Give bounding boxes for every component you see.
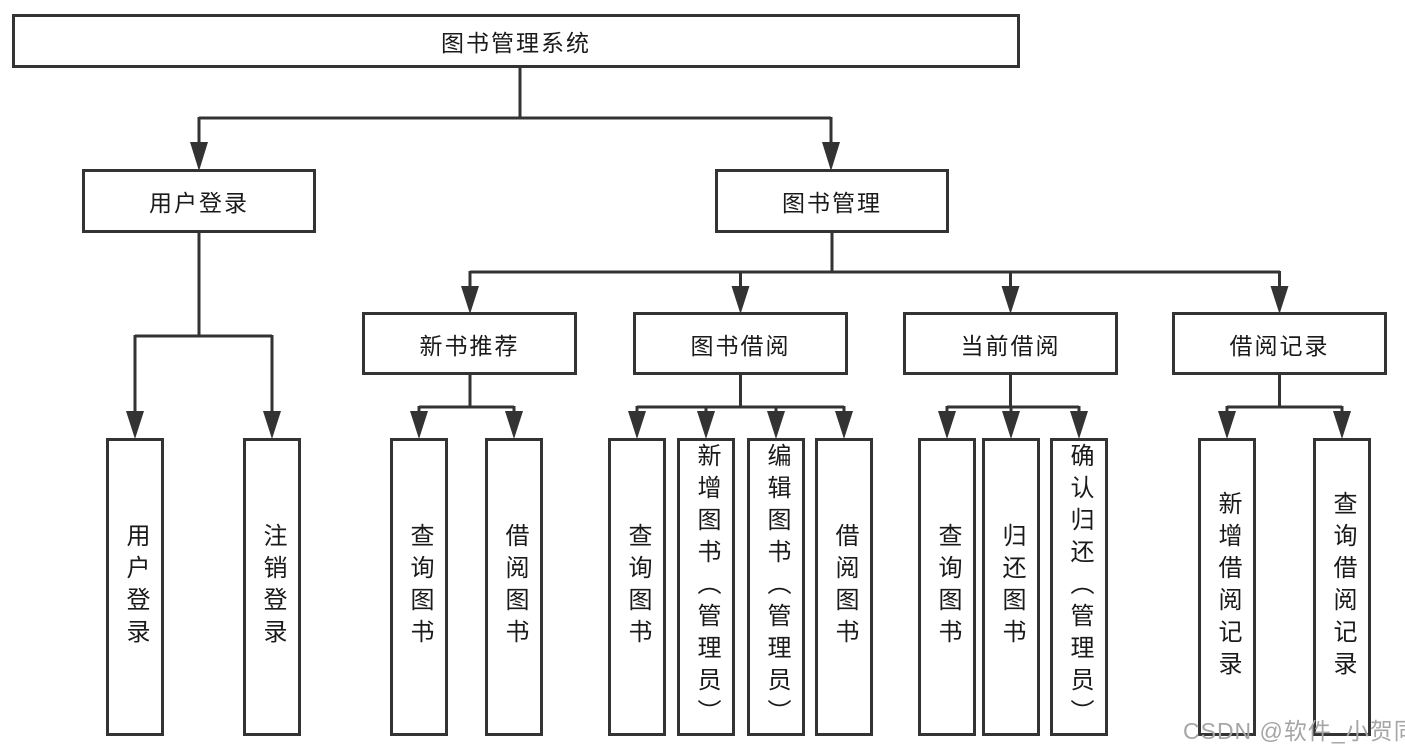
node-edit-books-admin: 编辑图书（管理员） bbox=[747, 438, 805, 736]
node-label: 注销登录 bbox=[259, 523, 286, 651]
node-label: 图书借阅 bbox=[690, 332, 791, 359]
connector-current-borrow-to-leaves bbox=[945, 375, 1081, 414]
connector-user-login-to-leaves bbox=[133, 233, 274, 414]
connector-book-borrow-to-leaves bbox=[635, 375, 846, 414]
arrowheads-new-book-leaves bbox=[410, 411, 523, 439]
node-label: 借阅图书 bbox=[501, 523, 528, 651]
node-root-system: 图书管理系统 bbox=[12, 14, 1020, 68]
node-label: 用户登录 bbox=[149, 190, 249, 216]
watermark: CSDN @软件_小贺同学 bbox=[1183, 718, 1405, 744]
connector-book-mgmt-to-level3 bbox=[468, 233, 1281, 289]
node-label: 新增图书（管理员） bbox=[693, 443, 720, 731]
node-book-borrow: 图书借阅 bbox=[633, 312, 848, 375]
node-return-books: 归还图书 bbox=[982, 438, 1040, 736]
node-query-books-borrow: 查询图书 bbox=[608, 438, 666, 736]
node-query-books-recommend: 查询图书 bbox=[390, 438, 448, 736]
node-logout-action: 注销登录 bbox=[243, 438, 301, 736]
node-label: 归还图书 bbox=[998, 523, 1025, 651]
arrowheads-borrow-records-leaves bbox=[1218, 411, 1351, 439]
arrowheads-current-borrow-leaves bbox=[938, 411, 1088, 439]
node-label: 图书管理 bbox=[782, 190, 882, 216]
node-label: 当前借阅 bbox=[960, 332, 1061, 359]
node-book-management: 图书管理 bbox=[715, 169, 949, 233]
node-label: 用户登录 bbox=[122, 523, 149, 651]
node-query-borrow-record: 查询借阅记录 bbox=[1313, 438, 1371, 736]
node-label: 借阅记录 bbox=[1229, 332, 1330, 359]
connector-borrow-records-to-leaves bbox=[1225, 375, 1344, 414]
node-query-books-current: 查询图书 bbox=[918, 438, 976, 736]
node-borrow-books-recommend: 借阅图书 bbox=[485, 438, 543, 736]
node-user-login-action: 用户登录 bbox=[106, 438, 164, 736]
arrowheads-level2 bbox=[190, 142, 840, 171]
arrowheads-book-borrow-leaves bbox=[628, 411, 853, 439]
node-label: 新增借阅记录 bbox=[1214, 491, 1241, 683]
node-label: 查询图书 bbox=[934, 523, 961, 651]
node-label: 查询图书 bbox=[624, 523, 651, 651]
node-borrow-records: 借阅记录 bbox=[1172, 312, 1387, 375]
node-add-borrow-record: 新增借阅记录 bbox=[1198, 438, 1256, 736]
node-user-login: 用户登录 bbox=[82, 169, 316, 233]
node-confirm-return-admin: 确认归还（管理员） bbox=[1050, 438, 1108, 736]
node-label: 新书推荐 bbox=[419, 332, 520, 359]
arrowheads-user-login-leaves bbox=[126, 411, 281, 439]
node-current-borrow: 当前借阅 bbox=[903, 312, 1118, 375]
arrowheads-level3 bbox=[461, 286, 1289, 314]
node-new-book-recommend: 新书推荐 bbox=[362, 312, 577, 375]
node-label: 图书管理系统 bbox=[441, 30, 591, 56]
node-label: 确认归还（管理员） bbox=[1066, 443, 1093, 731]
node-label: 借阅图书 bbox=[831, 523, 858, 651]
node-label: 查询借阅记录 bbox=[1329, 491, 1356, 683]
node-label: 编辑图书（管理员） bbox=[763, 443, 790, 731]
node-borrow-books: 借阅图书 bbox=[815, 438, 873, 736]
node-label: 查询图书 bbox=[406, 523, 433, 651]
node-add-books-admin: 新增图书（管理员） bbox=[677, 438, 735, 736]
connector-new-book-to-leaves bbox=[417, 375, 516, 414]
connector-root-to-level2 bbox=[197, 67, 833, 146]
